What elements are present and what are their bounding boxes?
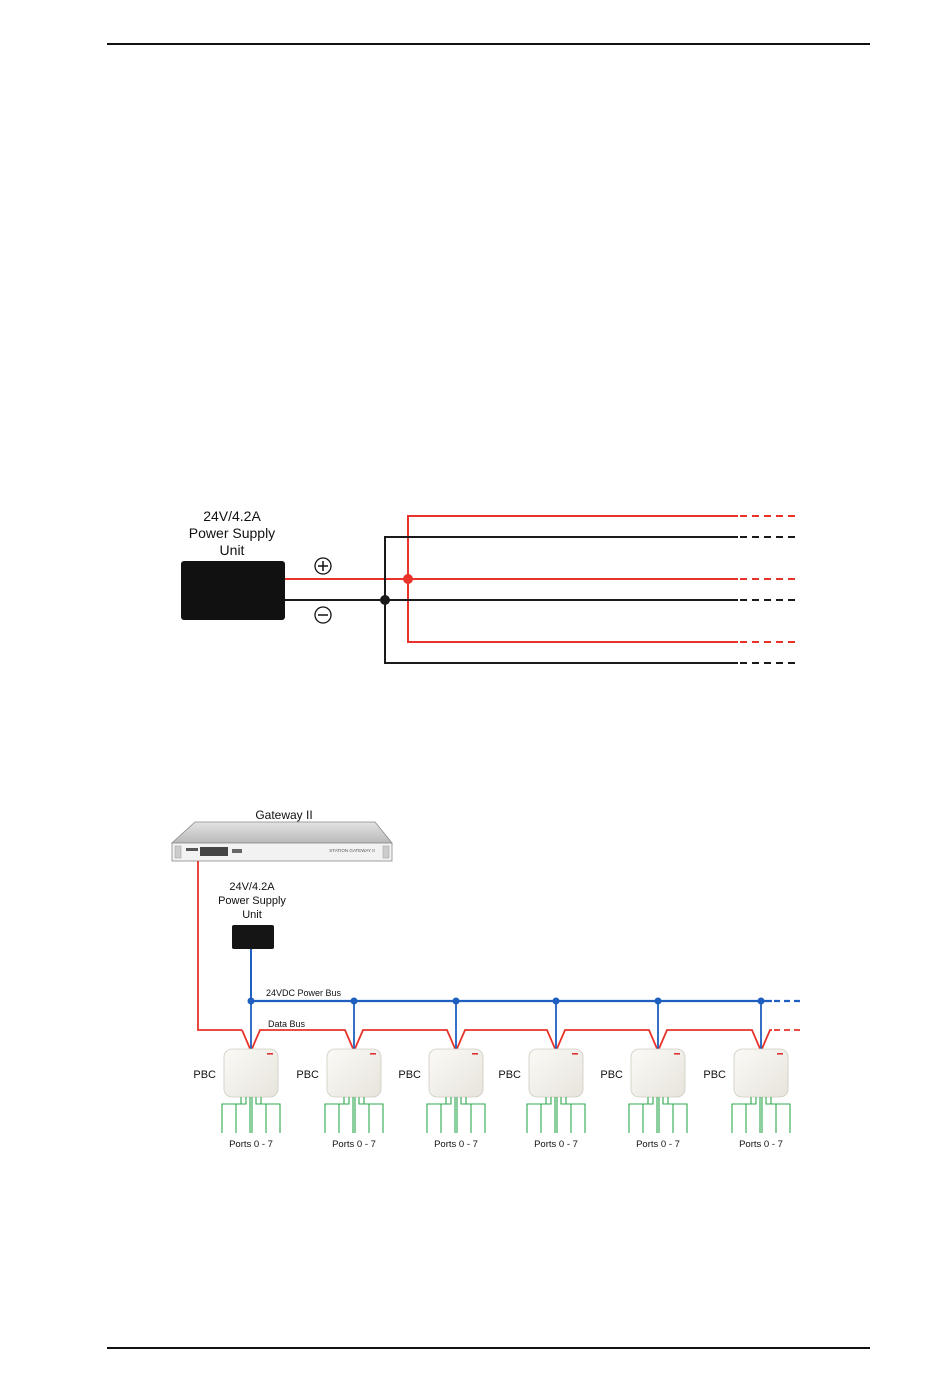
footer-rule — [107, 1347, 870, 1349]
pbc-ports-label: Ports 0 - 7 — [739, 1139, 783, 1150]
pbc-unit-6: PBC Ports 0 - 7 — [703, 1049, 790, 1150]
power-supply-unit — [181, 561, 285, 620]
negative-junction — [380, 595, 390, 605]
pbc-ports-label: Ports 0 - 7 — [332, 1139, 376, 1150]
power-bus-label: 24VDC Power Bus — [266, 988, 342, 998]
pbc-ports-label: Ports 0 - 7 — [534, 1139, 578, 1150]
pbc-ports-label: Ports 0 - 7 — [636, 1139, 680, 1150]
pbc-port-wires — [629, 1097, 687, 1133]
system-bus-diagram: Gateway II STATION GATEWAY II 24V/4.2A P… — [0, 780, 950, 1180]
pbc-label: PBC — [296, 1069, 319, 1081]
pbc-status-led — [572, 1053, 578, 1055]
psu-label-line3: Unit — [220, 542, 245, 558]
negative-wires — [285, 537, 796, 663]
pbc-enclosure — [734, 1049, 788, 1097]
psu-label-line1: 24V/4.2A — [203, 508, 261, 524]
power-junction-2 — [351, 998, 358, 1005]
pbc-label: PBC — [703, 1069, 726, 1081]
positive-wires — [285, 516, 796, 642]
power-junction-5 — [655, 998, 662, 1005]
power-junction-3 — [453, 998, 460, 1005]
pbc-enclosure — [631, 1049, 685, 1097]
pbc-unit-3: PBC Ports 0 - 7 — [398, 1049, 485, 1150]
pbc-enclosure — [429, 1049, 483, 1097]
pbc-status-led — [777, 1053, 783, 1055]
data-bus-label: Data Bus — [268, 1019, 306, 1029]
pbc-ports-label: Ports 0 - 7 — [229, 1139, 273, 1150]
pbc-port-wires — [222, 1097, 280, 1133]
power-junction-1 — [248, 998, 255, 1005]
pbc-enclosure — [327, 1049, 381, 1097]
sys-psu-label-line1: 24V/4.2A — [229, 881, 275, 893]
pbc-status-led — [472, 1053, 478, 1055]
power-junction-6 — [758, 998, 765, 1005]
pbc-status-led — [370, 1053, 376, 1055]
pbc-label: PBC — [398, 1069, 421, 1081]
gateway-badge: STATION GATEWAY II — [329, 848, 374, 853]
pbc-enclosure — [224, 1049, 278, 1097]
pbc-port-wires — [527, 1097, 585, 1133]
gateway-label: Gateway II — [255, 808, 312, 822]
pbc-unit-5: PBC Ports 0 - 7 — [600, 1049, 687, 1150]
sys-psu-label-line2: Power Supply — [218, 895, 286, 907]
pbc-label: PBC — [498, 1069, 521, 1081]
sys-power-supply-unit — [232, 925, 274, 949]
psu-label-line2: Power Supply — [189, 525, 275, 541]
gateway-device: STATION GATEWAY II — [172, 822, 392, 861]
pbc-status-led — [267, 1053, 273, 1055]
psu-wiring-diagram: 24V/4.2A Power Supply Unit — [0, 0, 950, 700]
pbc-port-wires — [325, 1097, 383, 1133]
pbc-status-led — [674, 1053, 680, 1055]
pbc-port-wires — [427, 1097, 485, 1133]
sys-psu-label-line3: Unit — [242, 909, 262, 921]
data-bus-line — [242, 1030, 772, 1051]
pbc-unit-4: PBC Ports 0 - 7 — [498, 1049, 585, 1150]
pbc-label: PBC — [193, 1069, 216, 1081]
pbc-label: PBC — [600, 1069, 623, 1081]
positive-junction — [403, 574, 413, 584]
pbc-unit-1: PBC Ports 0 - 7 — [193, 1049, 280, 1150]
plus-terminal-icon — [315, 558, 331, 574]
minus-terminal-icon — [315, 607, 331, 623]
pbc-port-wires — [732, 1097, 790, 1133]
power-junction-4 — [553, 998, 560, 1005]
pbc-ports-label: Ports 0 - 7 — [434, 1139, 478, 1150]
pbc-unit-2: PBC Ports 0 - 7 — [296, 1049, 383, 1150]
pbc-enclosure — [529, 1049, 583, 1097]
